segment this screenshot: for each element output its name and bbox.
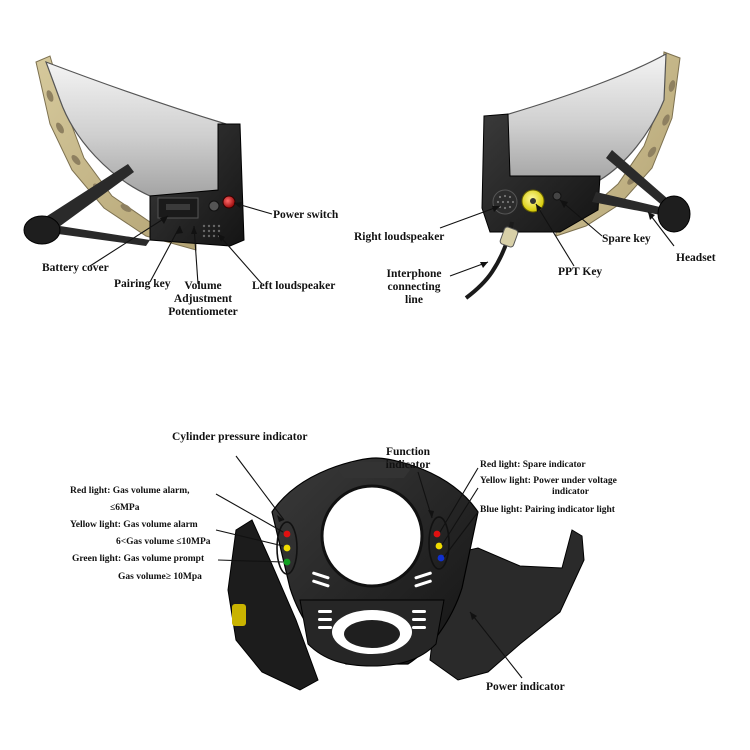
left-headset-pad [23,215,61,245]
label-pairing-key: Pairing key [114,278,171,290]
label-function-line1: Function [385,446,431,458]
label-interphone-line3: line [405,294,423,307]
right-leader-arrows [480,200,655,268]
ppt-key-center [530,198,536,204]
label-volume-line1: Volume [184,280,222,292]
right-leader-lines [439,199,675,277]
label-power-indicator: Power indicator [486,681,565,693]
left-side-view [23,55,273,285]
front-view [215,455,585,691]
right-loudspeaker-grille [496,194,515,210]
right-headset-pad [657,195,691,233]
cable-connector [499,226,519,248]
label-power-switch: Power switch [273,209,339,221]
label-red-gas-1: Red light: Gas volume alarm, [70,486,190,496]
battery-cover-slot [166,204,190,210]
front-right-side-piece [429,529,585,681]
label-green-gas-1: Green light: Gas volume prompt [72,554,205,564]
right-loudspeaker-part [492,189,518,215]
label-volume-line2: Adjustment [173,293,233,306]
cylinder-red-light [283,530,291,538]
front-voice-opening [320,484,424,588]
label-volume-line3: Potentiometer [168,306,238,319]
label-spare-key: Spare key [602,233,651,245]
label-ppt-key: PPT Key [558,266,603,278]
function-blue-light [437,554,445,562]
label-headset: Headset [676,252,716,264]
label-red-spare: Red light: Spare indicator [480,460,586,470]
front-left-yellow-part [232,604,246,626]
label-green-gas-2: Gas volume≥ 10Mpa [118,572,202,582]
label-yellow-gas-2: 6<Gas volume ≤10MPa [116,537,211,547]
cylinder-green-light [283,558,291,566]
label-volume-potentiometer: Volume Adjustment Potentiometer [168,280,238,320]
right-side-view [439,51,691,300]
label-red-gas-2: ≤6MPa [110,503,140,513]
label-battery-cover: Battery cover [42,262,109,274]
label-blue-pairing: Blue light: Pairing indicator light [480,505,615,515]
right-visor [501,52,667,183]
cylinder-indicator-outline [276,521,298,575]
front-top-notch [338,462,410,478]
cylinder-yellow-light [283,544,291,552]
function-red-light [433,530,441,538]
label-yellow-gas-1: Yellow light: Gas volume alarm [70,520,198,530]
label-yellow-power-1: Yellow light: Power under voltage [480,476,617,486]
label-left-loudspeaker: Left loudspeaker [252,280,336,292]
label-yellow-power-2: indicator [552,487,589,497]
power-switch-button [222,195,236,209]
left-leader-arrows [160,202,242,242]
label-cylinder-pressure: Cylinder pressure indicator [172,431,308,443]
front-leader-lines [215,455,523,679]
left-arm-lower [58,226,150,246]
label-interphone-line: Interphone connecting line [378,268,450,308]
label-function-indicator: Function indicator [378,446,438,472]
left-arm [44,164,134,232]
left-small-knob [208,200,220,212]
function-indicator-outline [428,516,450,570]
label-function-line2: indicator [385,459,431,472]
label-interphone-line2: connecting [387,281,441,294]
function-yellow-light [435,542,443,550]
left-loudspeaker-grille [202,224,221,238]
left-leader-lines [89,202,273,285]
front-lower-inner [344,620,400,648]
front-vent-slots [312,571,432,629]
right-arm [592,192,666,216]
spare-key-button [552,191,562,201]
label-right-loudspeaker: Right loudspeaker [354,231,445,243]
label-interphone-line1: Interphone [386,268,442,280]
front-leader-arrows [277,510,477,620]
right-arm-upper [606,150,676,212]
